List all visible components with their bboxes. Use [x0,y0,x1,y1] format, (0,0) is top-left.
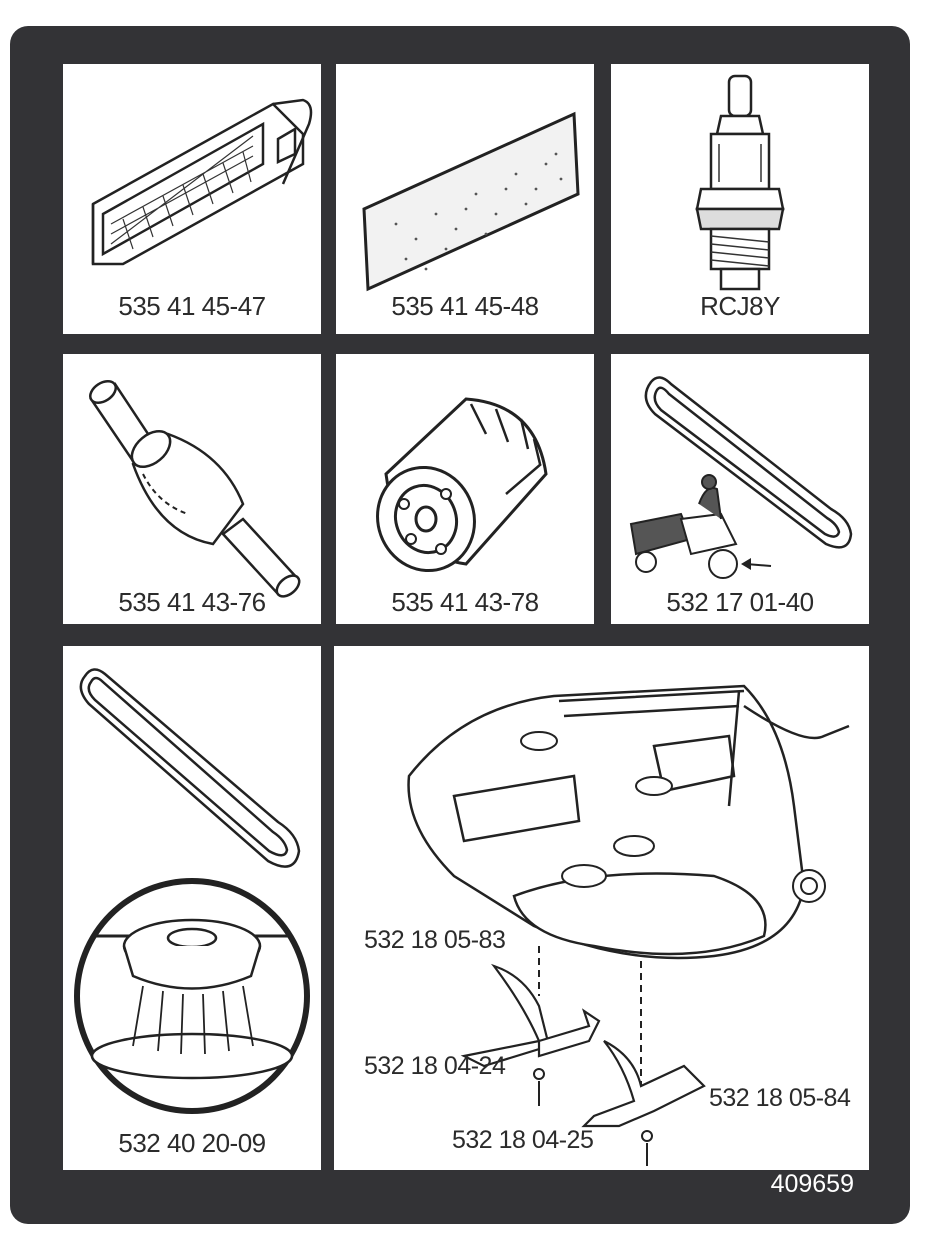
callout-blade-bolt: 532 18 04-24 [364,1052,506,1080]
air-filter-icon [63,64,321,334]
oil-filter-icon [336,354,594,624]
pre-filter-icon [336,64,594,334]
callout-blade-bolt-right: 532 18 04-25 [452,1126,594,1154]
part-number-label: RCJ8Y [700,291,780,321]
part-number-label: 535 41 43-78 [391,587,539,617]
belt-and-pulley-icon [63,646,321,1170]
spark-plug-icon [611,64,869,334]
part-panel-spark-plug: RCJ8Y [611,64,869,334]
part-panel-pre-filter: 535 41 45-48 [336,64,594,334]
part-number-label: 532 40 20-09 [118,1128,266,1158]
drive-belt-tractor-icon [611,354,869,624]
parts-sheet-frame: 535 41 45-47 535 41 45-48 [10,26,910,1224]
part-panel-oil-filter: 535 41 43-78 [336,354,594,624]
part-number-label: 535 41 45-48 [391,291,539,321]
part-panel-fuel-filter: 535 41 43-76 [63,354,321,624]
part-panel-belt-pulley: 532 40 20-09 [63,646,321,1170]
callout-blade-right: 532 18 05-84 [709,1084,851,1112]
part-number-label: 532 17 01-40 [666,587,814,617]
part-panel-mower-deck: 532 18 05-83 532 18 04-24 532 18 05-84 5… [334,646,869,1170]
fuel-filter-icon [63,354,321,624]
part-panel-drive-belt: 532 17 01-40 [611,354,869,624]
part-number-label: 535 41 43-76 [118,587,266,617]
document-number: 409659 [770,1170,854,1198]
mower-deck-icon [334,646,869,1170]
part-panel-air-filter: 535 41 45-47 [63,64,321,334]
part-number-label: 535 41 45-47 [118,291,266,321]
callout-blade: 532 18 05-83 [364,926,506,954]
